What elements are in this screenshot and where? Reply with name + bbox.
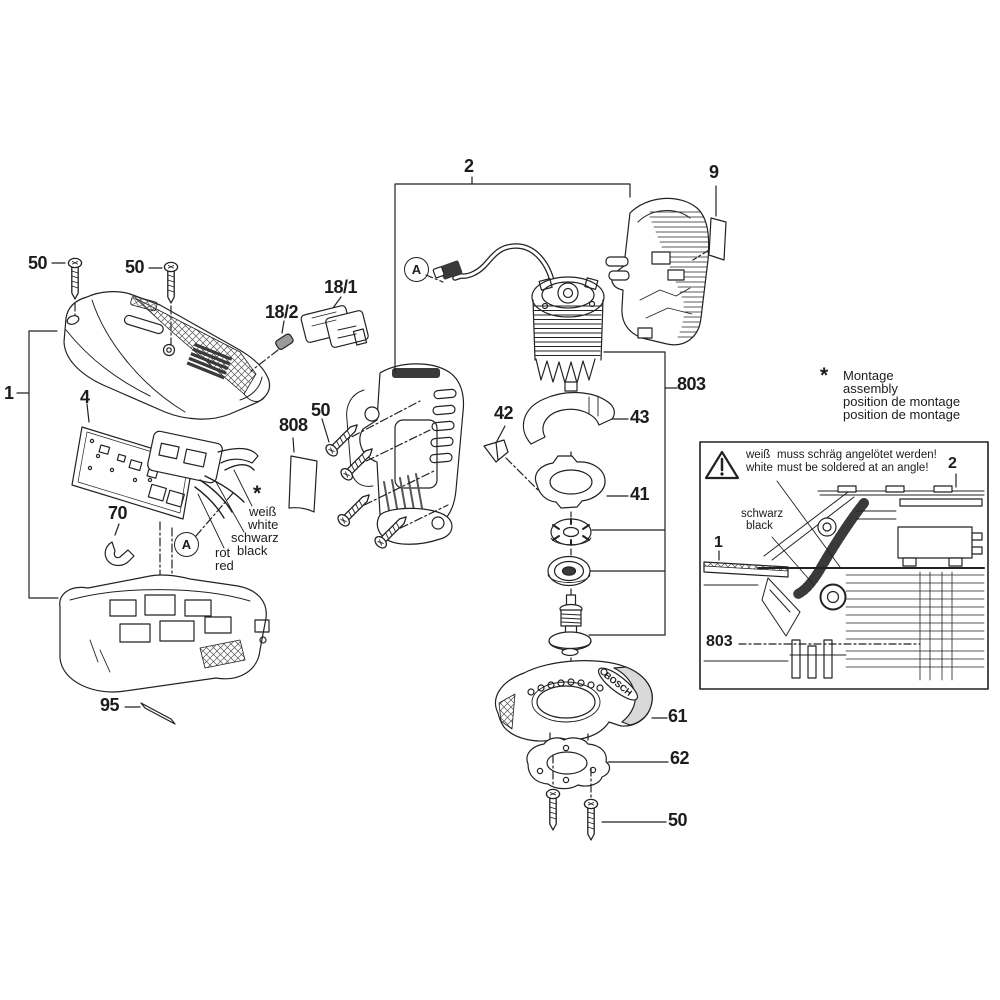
callout-61: 61 [668, 706, 688, 726]
inset-wire-schwarz: schwarz [741, 508, 784, 520]
inset-warn-de-word: weiß [746, 449, 771, 461]
callout-4: 4 [80, 387, 90, 407]
inset-warn-de-text: muss schräg angelötet werden! [777, 449, 937, 461]
assembly-note-asterisk: * [820, 364, 829, 387]
detail-inset [699, 441, 989, 690]
callout-95: 95 [100, 695, 120, 715]
lower-housing [59, 574, 270, 693]
view-marker-letter: A [181, 537, 192, 552]
wire-label-rot: rot [215, 545, 231, 560]
callout-41: 41 [630, 484, 650, 504]
assembly-note: Montage assembly position de montage pos… [843, 369, 960, 421]
view-marker-letter: A [411, 262, 422, 277]
view-marker-a-top: A [404, 257, 429, 282]
callout-18-1: 18/1 [324, 277, 358, 297]
clip-70 [104, 523, 135, 567]
callout-62: 62 [670, 748, 690, 768]
view-marker-a-bottom: A [174, 532, 199, 557]
callout-43: 43 [630, 407, 650, 427]
assembly-note-line: Montage [843, 368, 894, 383]
callout-70: 70 [108, 503, 128, 523]
inset-callout-803: 803 [706, 633, 733, 650]
callout-1: 1 [4, 383, 14, 403]
flange-62 [526, 737, 669, 790]
drive-train-parts [483, 391, 629, 667]
bracket-part-1 [16, 330, 59, 599]
wire-label-black: black [237, 543, 268, 558]
wire-note-asterisk: * [253, 482, 262, 505]
assembly-note-line: assembly [843, 381, 898, 396]
inset-callout-2: 2 [948, 455, 957, 472]
bracket-803 [588, 351, 678, 636]
callout-803: 803 [677, 374, 706, 394]
inset-warn-en-word: white [746, 462, 773, 474]
callout-9: 9 [709, 162, 719, 182]
inset-callout-1: 1 [714, 534, 723, 551]
inset-warn-en-text: must be soldered at an angle! [777, 462, 929, 474]
assembly-note-line: position de montage [843, 394, 961, 409]
wire-label-schwarz: schwarz [231, 530, 279, 545]
guard-61: BOSCH [494, 660, 668, 745]
inset-wire-black: black [746, 520, 773, 532]
switch-18 [250, 296, 369, 372]
strip-95 [124, 702, 176, 725]
bracket-part-2 [394, 176, 631, 373]
callout-50-top-left-2: 50 [125, 257, 145, 277]
callout-42: 42 [494, 403, 514, 423]
sticker-9 [692, 185, 727, 261]
screws-50-bottom [545, 754, 667, 841]
middle-housing [346, 363, 465, 545]
callout-808: 808 [279, 415, 308, 435]
top-housing-cover [63, 291, 271, 420]
callout-18-2: 18/2 [265, 302, 299, 322]
screws-50-middle [321, 400, 449, 551]
callout-50-bottom: 50 [668, 810, 688, 830]
callout-50-middle: 50 [311, 400, 331, 420]
wire-label-red: red [215, 558, 234, 573]
wire-label-white: white [248, 517, 279, 532]
assembly-note-line: position de montage [843, 407, 961, 422]
callout-2: 2 [464, 156, 474, 176]
motor-assembly [425, 243, 605, 400]
rear-housing-shell [605, 197, 710, 346]
switch-carrier-module [147, 430, 259, 585]
cover-grille [186, 342, 233, 380]
sticker-808 [288, 437, 318, 513]
callout-50-top-left-1: 50 [28, 253, 48, 273]
wire-label-weiss: weiß [249, 504, 277, 519]
